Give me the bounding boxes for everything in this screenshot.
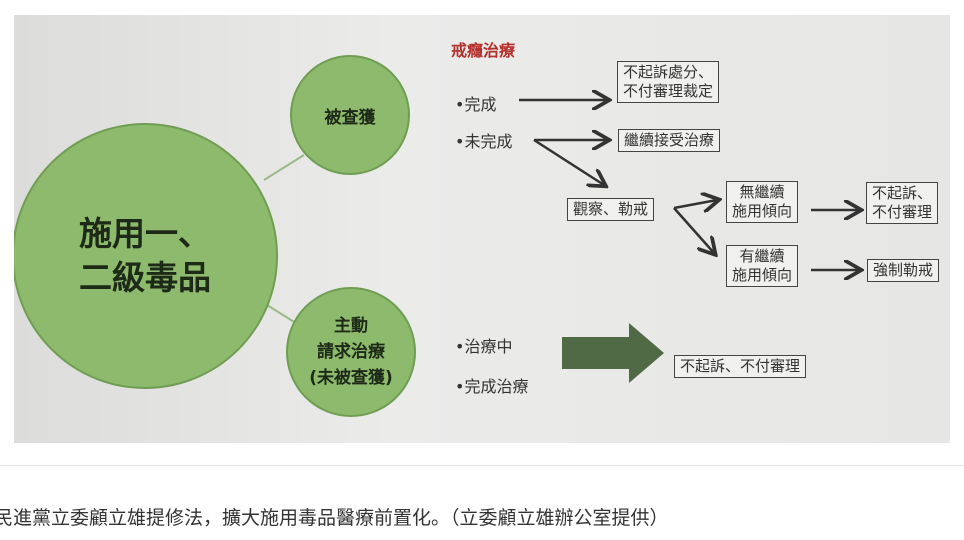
box-no-tendency: 無繼續 施用傾向 <box>726 181 799 223</box>
box-compulsory: 強制勒戒 <box>867 259 940 282</box>
box-no-prosecute-2: 不起訴、 不付審理 <box>866 182 939 224</box>
incomplete-label: •未完成 <box>455 132 513 151</box>
connector-lines <box>258 15 950 383</box>
voluntary-circle: 主動 請求治療 (未被查獲) <box>286 287 416 417</box>
box-final: 不起訴、不付審理 <box>674 355 807 378</box>
image-caption: 民進黨立委顧立雄提修法，擴大施用毒品醫療前置化。（立委顧立雄辦公室提供） <box>0 507 669 529</box>
diagram-photo: 施用一、 二級毒品 被查獲 主動 請求治療 (未被查獲) 戒癮治療 •完成 •未… <box>14 15 950 443</box>
divider <box>0 465 964 466</box>
done-treatment-label: •完成治療 <box>455 377 529 396</box>
main-circle: 施用一、 二級毒品 <box>14 123 278 389</box>
box-no-prosecution: 不起訴處分、 不付審理裁定 <box>617 61 720 103</box>
in-treatment-label: •治療中 <box>455 337 513 356</box>
box-observe: 觀察、勒戒 <box>567 198 655 221</box>
box-tendency: 有繼續 施用傾向 <box>726 245 799 287</box>
section-title: 戒癮治療 <box>451 41 516 60</box>
caught-circle: 被查獲 <box>290 55 410 175</box>
big-arrow <box>562 323 664 383</box>
complete-label: •完成 <box>455 95 497 114</box>
box-continue-treatment: 繼續接受治療 <box>618 129 721 152</box>
